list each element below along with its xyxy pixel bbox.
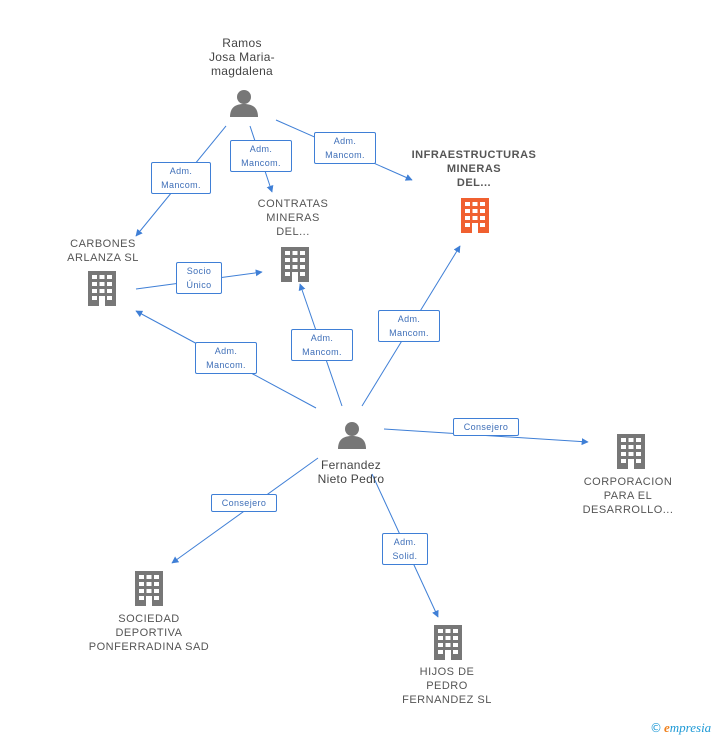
edge-label-ramos-carbones: Adm. Mancom.: [151, 162, 211, 194]
person-icon: [338, 422, 366, 449]
edge-label-fern-hijos: Adm. Solid.: [382, 533, 428, 565]
edge-label-line: Mancom.: [325, 150, 365, 160]
node-label-line: PEDRO: [426, 680, 468, 692]
edge-label-line: Mancom.: [302, 347, 342, 357]
node-label-line: DESARROLLO...: [582, 504, 674, 516]
edge-label-line: Adm.: [214, 346, 238, 356]
edge-label-line: Consejero: [463, 422, 509, 432]
node-infraestructuras-label[interactable]: INFRAESTRUCTURAS MINERAS DEL...: [400, 148, 548, 190]
node-fernandez-label[interactable]: Fernandez Nieto Pedro: [296, 458, 406, 486]
node-label-line: PONFERRADINA SAD: [88, 641, 210, 653]
building-icon: [135, 571, 163, 606]
edge-label-line: Adm.: [249, 144, 273, 154]
node-carbones-label[interactable]: CARBONES ARLANZA SL: [48, 237, 158, 265]
node-label-line: CARBONES: [70, 238, 136, 250]
edge-label-line: Adm.: [310, 333, 334, 343]
building-icon: [88, 271, 116, 306]
node-label-line: MINERAS: [446, 163, 502, 175]
edge-label-line: Solid.: [392, 551, 418, 561]
copyright-icon: ©: [650, 721, 662, 735]
edge-label-line: Único: [186, 280, 212, 290]
building-icon: [461, 198, 489, 233]
edge-label-line: Mancom.: [241, 158, 281, 168]
node-label-line: DEL...: [456, 177, 492, 189]
brand-initial: e: [664, 720, 670, 735]
node-label-line: DEPORTIVA: [115, 627, 183, 639]
node-hijos-label[interactable]: HIJOS DE PEDRO FERNANDEZ SL: [392, 665, 502, 707]
node-label-line: HIJOS DE: [419, 666, 475, 678]
node-label-line: Josa Maria-: [209, 50, 275, 64]
edge-label-ramos-infra: Adm. Mancom.: [314, 132, 376, 164]
node-label-line: DEL...: [276, 226, 310, 238]
edge-label-fern-carbones: Adm. Mancom.: [195, 342, 257, 374]
edge-label-line: Mancom.: [206, 360, 246, 370]
edge-label-line: Adm.: [333, 136, 357, 146]
node-label-line: INFRAESTRUCTURAS: [411, 149, 537, 161]
edge-label-ramos-contratas: Adm. Mancom.: [230, 140, 292, 172]
building-icon: [617, 434, 645, 469]
node-label-line: SOCIEDAD: [118, 613, 180, 625]
building-icon: [434, 625, 462, 660]
edge-label-fern-infra: Adm. Mancom.: [378, 310, 440, 342]
edge-label-line: Adm.: [397, 314, 421, 324]
node-corporacion-label[interactable]: CORPORACION PARA EL DESARROLLO...: [576, 475, 680, 517]
edge-label-fern-contratas: Adm. Mancom.: [291, 329, 353, 361]
node-label-line: PARA EL: [603, 490, 653, 502]
node-label-line: CORPORACION: [583, 476, 673, 488]
edge-label-fern-sociedad: Consejero: [211, 494, 277, 512]
node-label-line: FERNANDEZ SL: [402, 694, 492, 706]
node-label-line: MINERAS: [266, 212, 320, 224]
edge-label-line: Adm.: [393, 537, 417, 547]
brand-name: mpresia: [669, 720, 712, 735]
building-icon: [281, 247, 309, 282]
edge-label-carbones-contratas: Socio Único: [176, 262, 222, 294]
node-label-line: CONTRATAS: [257, 198, 329, 210]
node-ramos-label[interactable]: Ramos Josa Maria- magdalena: [186, 36, 298, 78]
edge-label-line: Adm.: [169, 166, 193, 176]
node-label-line: ARLANZA SL: [67, 252, 139, 264]
person-icon: [230, 90, 258, 117]
node-sociedad-label[interactable]: SOCIEDAD DEPORTIVA PONFERRADINA SAD: [80, 612, 218, 654]
node-contratas-label[interactable]: CONTRATAS MINERAS DEL...: [240, 197, 346, 239]
edge-label-line: Mancom.: [161, 180, 201, 190]
node-label-line: Ramos: [222, 36, 262, 50]
edge-label-fern-corporacion: Consejero: [453, 418, 519, 436]
edge-label-line: Consejero: [221, 498, 267, 508]
brand-watermark[interactable]: ©empresia: [650, 720, 711, 736]
edge-label-line: Socio: [186, 266, 212, 276]
node-label-line: magdalena: [210, 64, 274, 78]
node-label-line: Nieto Pedro: [317, 472, 385, 486]
node-label-line: Fernandez: [320, 458, 382, 472]
edge-label-line: Mancom.: [389, 328, 429, 338]
